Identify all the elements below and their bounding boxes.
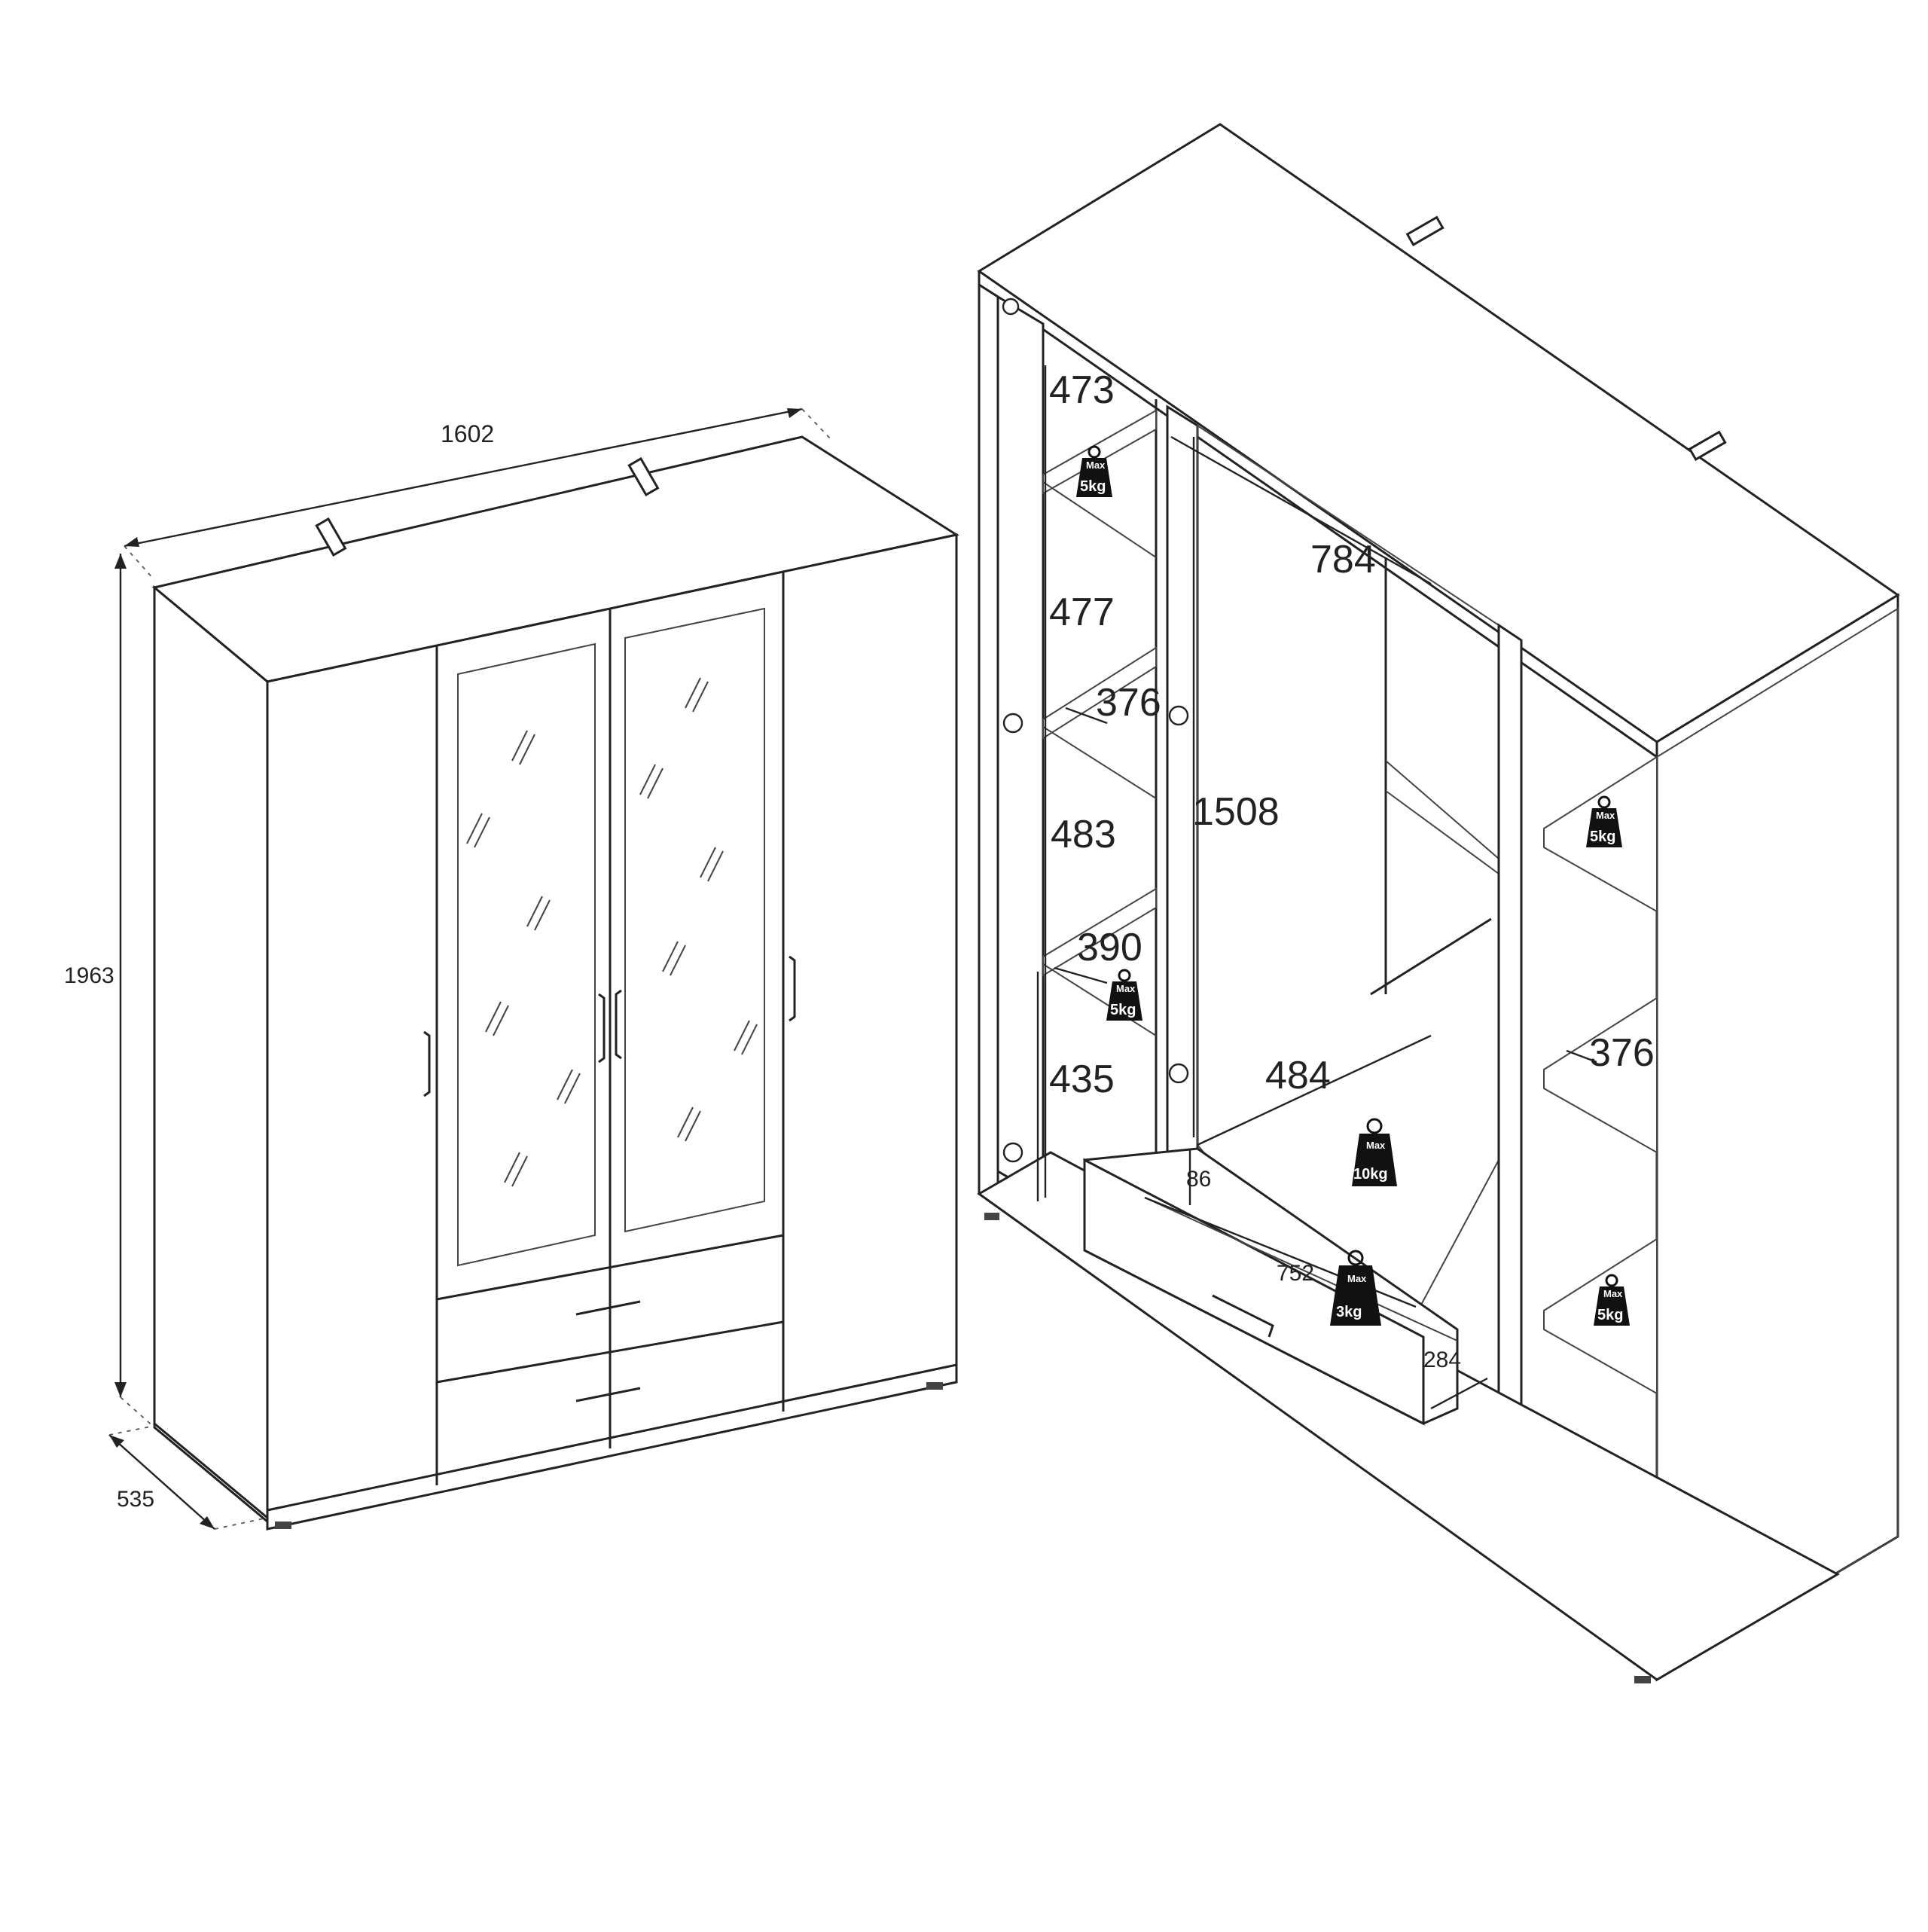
weight-badge-right-bottom: Max 5kg <box>1594 1274 1630 1326</box>
mirror-right <box>624 607 765 1233</box>
svg-text:Max: Max <box>1366 1140 1386 1151</box>
weight-badge-left-top: Max 5kg <box>1076 445 1112 497</box>
dim-hanging-width: 784 <box>1310 538 1376 581</box>
svg-text:5kg: 5kg <box>1590 829 1615 845</box>
svg-text:5kg: 5kg <box>1110 1002 1136 1018</box>
mirror-reflection-marks <box>466 677 758 1187</box>
dim-right-shelf-depth: 376 <box>1589 1031 1655 1075</box>
dim-drawer-runner-depth: 284 <box>1423 1348 1461 1372</box>
open-left-side-edge <box>978 282 999 1207</box>
open-left-door <box>996 295 1045 1200</box>
closed-front <box>266 533 958 1523</box>
dim-shelf-4-height: 435 <box>1049 1058 1115 1101</box>
drawer-front <box>1083 1158 1425 1426</box>
dim-drawer-height: 86 <box>1186 1167 1211 1192</box>
weight-badge-left-lower: Max 5kg <box>1106 969 1142 1021</box>
width-dimension-line <box>124 407 803 548</box>
drawer-handle <box>1212 1294 1274 1338</box>
foot <box>984 1213 999 1220</box>
weight-badge-bottom-compartment: Max 10kg <box>1352 1118 1397 1186</box>
foot <box>1634 1676 1651 1683</box>
drawer-handles <box>575 1300 641 1402</box>
foot <box>275 1521 291 1529</box>
drawer-line-2 <box>436 1320 784 1384</box>
mirror-left <box>457 642 596 1267</box>
svg-text:Max: Max <box>1116 983 1136 994</box>
open-wardrobe <box>977 123 1900 1683</box>
closed-wardrobe <box>151 435 959 1531</box>
dim-left-shelf-depth-lower: 390 <box>1077 926 1142 969</box>
door-handles <box>423 955 796 1097</box>
svg-text:Max: Max <box>1086 459 1106 471</box>
drawer-line-1 <box>436 1234 784 1301</box>
open-wall-bracket-icons <box>1405 215 1727 461</box>
depth-dimension-line <box>108 1434 215 1530</box>
svg-text:3kg: 3kg <box>1336 1304 1362 1320</box>
dim-shelf-3-height: 483 <box>1051 813 1116 856</box>
svg-text:5kg: 5kg <box>1080 478 1106 495</box>
dim-drawer-inner-depth: 484 <box>1265 1054 1331 1097</box>
closed-dimension-lines <box>108 407 833 1530</box>
weight-badge-drawer: Max 3kg <box>1330 1250 1381 1326</box>
weight-badge-right-top: Max 5kg <box>1586 795 1622 847</box>
svg-text:Max: Max <box>1596 810 1615 821</box>
dim-shelf-2-height: 477 <box>1049 591 1115 634</box>
closed-left-side <box>153 584 269 1525</box>
width-label: 1602 <box>441 420 494 447</box>
dim-left-shelf-depth: 376 <box>1096 681 1161 725</box>
svg-text:5kg: 5kg <box>1597 1307 1623 1323</box>
svg-text:10kg: 10kg <box>1353 1166 1388 1183</box>
height-label: 1963 <box>64 963 114 988</box>
dim-shelf-1-height: 473 <box>1049 368 1115 412</box>
wall-bracket-icons <box>315 456 660 557</box>
foot <box>926 1382 943 1390</box>
svg-text:Max: Max <box>1603 1288 1623 1299</box>
dim-drawer-width: 752 <box>1277 1261 1314 1286</box>
hinge-icons <box>1002 298 1189 1163</box>
dim-hanging-height: 1508 <box>1192 790 1280 834</box>
depth-label: 535 <box>117 1487 154 1512</box>
svg-text:Max: Max <box>1347 1273 1367 1284</box>
